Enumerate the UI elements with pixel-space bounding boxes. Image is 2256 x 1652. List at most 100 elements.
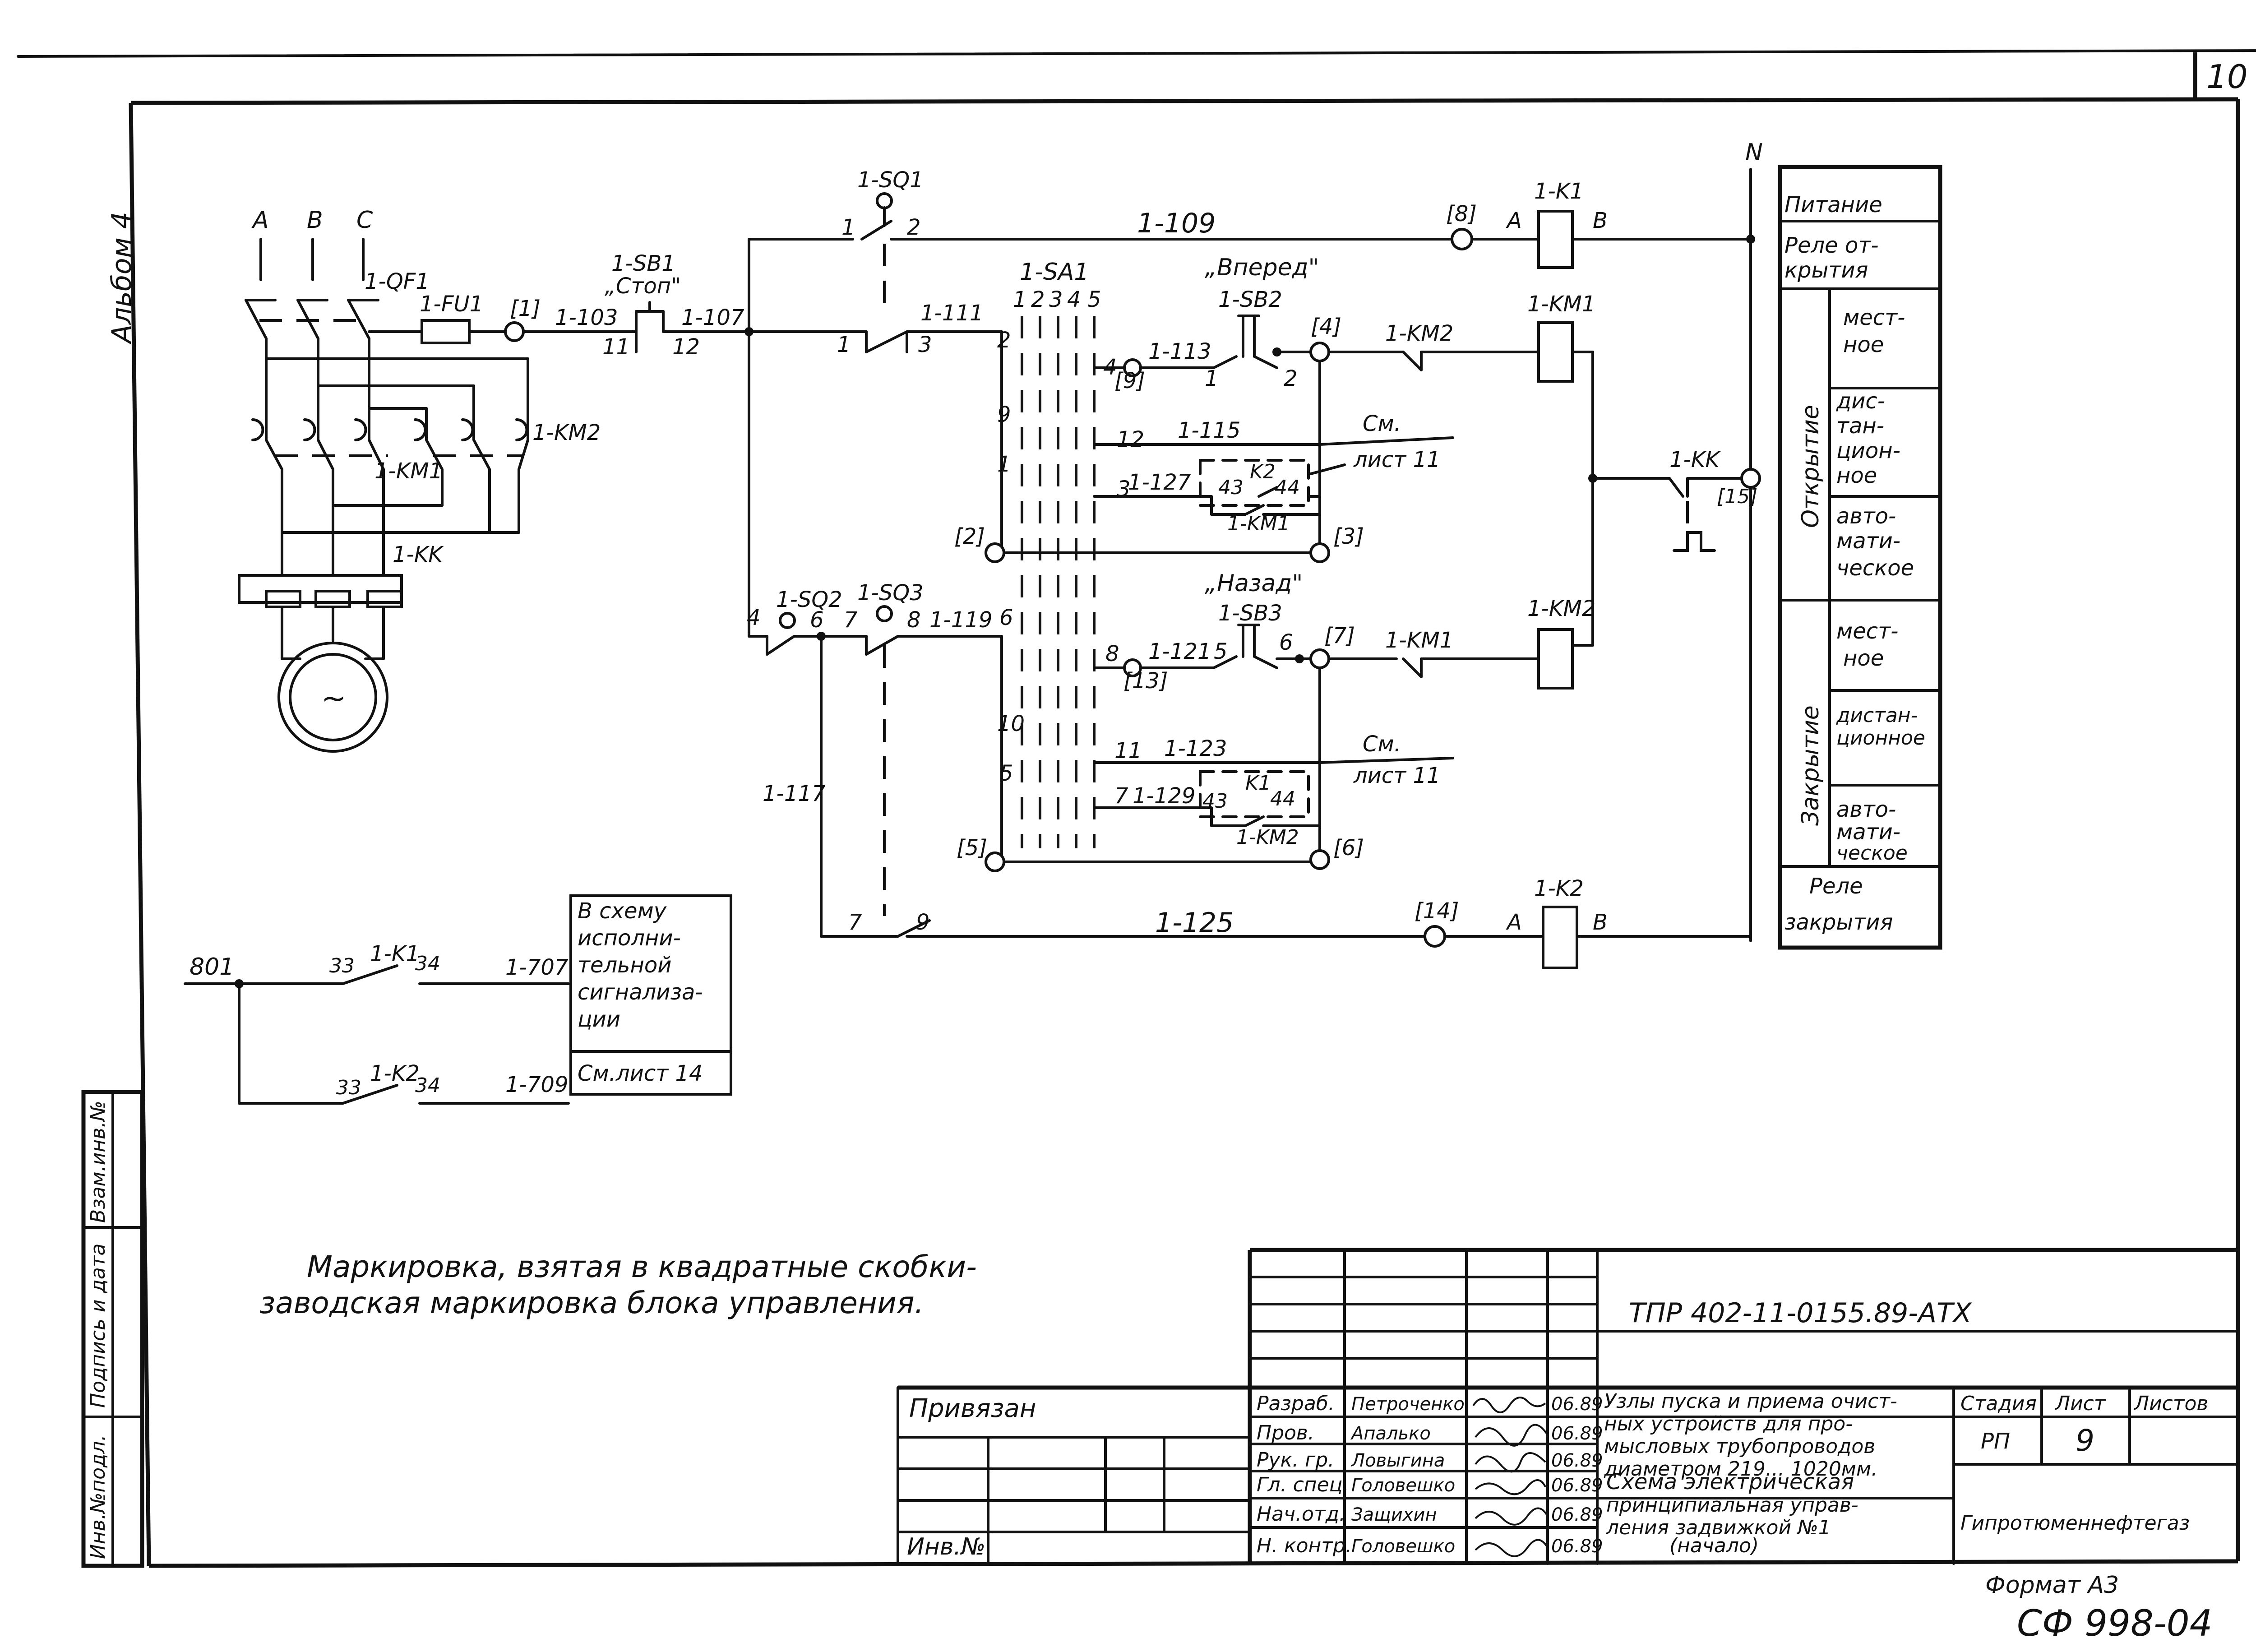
control-circuit: 1-SB1 „Стоп" 11 12 1-107 1-SQ1 1 2 1-109…: [602, 139, 1763, 969]
stamp-vzam: Взам.инв.№: [87, 1101, 110, 1223]
sq2-pin-4: 4: [747, 605, 761, 630]
km1-main-contacts: 1-KM1: [251, 418, 443, 489]
km2-nc-label: 1-KM2: [1385, 321, 1453, 346]
terminal-2: [2]: [954, 524, 985, 549]
legend-mestnoe-o-2: ное: [1843, 332, 1884, 357]
title-block: [897, 1248, 2239, 1565]
see-11b-l2: лист 11: [1353, 763, 1441, 788]
k1-contact-label: K1: [1245, 772, 1271, 795]
sa-pin-12: 12: [1117, 427, 1144, 452]
legend-avto-o-1: авто-: [1836, 504, 1896, 529]
pin-44b: 44: [1270, 787, 1295, 810]
role-4: Нач.отд.: [1257, 1503, 1345, 1526]
terminal-4: [4]: [1311, 314, 1341, 339]
drawing-title-1: Схема электрическая: [1606, 1469, 1854, 1495]
km1-coil-label: 1-KM1: [1527, 292, 1595, 317]
object-title-4: диаметром 219... 1020мм.: [1604, 1458, 1877, 1481]
sb1-stop-note: „Стоп": [605, 273, 681, 299]
sa1-col-1: 1: [1013, 287, 1027, 312]
name-1: Апалько: [1350, 1423, 1431, 1444]
sb1-label: 1-SB1: [611, 251, 675, 276]
k2-sig-34: 34: [415, 1074, 440, 1097]
sq2-label: 1-SQ2: [776, 587, 842, 612]
sq1-pin-2: 2: [907, 215, 921, 240]
km1-nc-label: 1-KM1: [1385, 628, 1453, 653]
drawing-title-4: (начало): [1669, 1534, 1759, 1557]
role-3: Гл. спец.: [1257, 1473, 1349, 1496]
sb3-pin-6: 6: [1279, 630, 1293, 655]
qf1-label: 1-QF1: [365, 269, 430, 294]
wire-129: 1-129: [1133, 783, 1195, 809]
wire-125: 1-125: [1155, 907, 1234, 939]
legend-avto-z-3: ческое: [1836, 842, 1908, 865]
note-line-2: заводская маркировка блока управления.: [259, 1286, 924, 1320]
terminal-1: [1]: [510, 296, 541, 321]
legend-mestnoe-z-1: мест-: [1836, 619, 1898, 644]
terminal-9: [9]: [1114, 368, 1145, 393]
sq3-pin-8: 8: [907, 607, 921, 633]
legend-dist-o-1: дис-: [1836, 389, 1885, 414]
sheets-header: Листов: [2133, 1392, 2208, 1415]
sq-pin-9: 9: [916, 910, 930, 935]
sa1-label: 1-SA1: [1020, 259, 1089, 286]
signal-circuit: 801 33 1-K1 34 1-707 33 1-K2 34 1-709: [184, 894, 732, 1105]
date-3: 06.89: [1551, 1475, 1603, 1496]
signature-scribbles: [1472, 1397, 1549, 1557]
sq1-label: 1-SQ1: [857, 167, 924, 193]
object-title-1: Узлы пуска и приема очист-: [1604, 1390, 1897, 1413]
wire-103: 1-103: [555, 305, 618, 330]
sa-pin-7: 7: [1114, 783, 1128, 809]
legend-rele-otkr-2: крытия: [1784, 258, 1868, 283]
n-bus-label: N: [1745, 139, 1763, 166]
date-0: 06.89: [1551, 1394, 1603, 1415]
k2-pin-b: B: [1593, 910, 1608, 935]
kk-power-label: 1-KK: [393, 542, 444, 567]
terminal-3: [3]: [1333, 524, 1364, 549]
wire-709: 1-709: [505, 1072, 568, 1097]
signal-box-line-2: исполни-: [578, 925, 681, 951]
wire-111: 1-111: [920, 301, 983, 326]
organization: Гипротюменнефтегаз: [1960, 1512, 2190, 1535]
pin-44a: 44: [1275, 476, 1300, 499]
see-11a-l1: См.: [1363, 411, 1401, 436]
wire-801: 801: [190, 953, 234, 981]
k1-label: 1-K1: [1534, 179, 1584, 204]
legend-rele-zakr-1: Реле: [1809, 874, 1863, 899]
sa-pin-11: 11: [1114, 738, 1142, 764]
km2-aux-label: 1-KM2: [1236, 826, 1299, 849]
legend-avto-z-2: мати-: [1836, 819, 1900, 845]
wire-707: 1-707: [505, 955, 569, 980]
sb2-pin-2: 2: [1284, 366, 1298, 391]
nazad-label: „Назад": [1205, 570, 1303, 597]
role-5: Н. контр.: [1257, 1534, 1352, 1557]
legend-dist-o-3: цион-: [1836, 438, 1900, 463]
name-4: Защихин: [1351, 1504, 1437, 1525]
wire-119: 1-119: [929, 607, 992, 633]
svg-text:~: ~: [321, 681, 346, 716]
note-line-1: Маркировка, взятая в квадратные скобки-: [307, 1249, 977, 1284]
side-stamp: [81, 1090, 144, 1568]
name-3: Головешко: [1351, 1475, 1455, 1496]
fu1-label: 1-FU1: [420, 292, 483, 317]
legend-otkrytie: Открытие: [1797, 405, 1824, 528]
sq-pin-7: 7: [848, 910, 862, 935]
terminal-6: [6]: [1333, 835, 1364, 861]
k1-sig-34: 34: [415, 952, 440, 975]
date-4: 06.89: [1551, 1504, 1603, 1525]
km2-main-contacts: 1-KM2: [414, 418, 601, 534]
wire-117: 1-117: [763, 781, 826, 806]
sq2-pin-6: 6: [810, 607, 824, 633]
k1-pin-b: B: [1593, 208, 1608, 233]
k2-sig-label: 1-K2: [370, 1061, 420, 1086]
legend-rele-zakr-2: закрытия: [1784, 910, 1893, 935]
km1-main-label: 1-KM1: [374, 458, 443, 484]
legend-rele-otkr-1: Реле от-: [1784, 233, 1879, 258]
object-title-2: ных устройств для про-: [1604, 1412, 1853, 1435]
wire-107: 1-107: [681, 305, 744, 330]
wire-123: 1-123: [1164, 736, 1227, 761]
sa-pin-5: 5: [999, 761, 1013, 786]
sa-pin-8: 8: [1105, 641, 1119, 666]
sq1-pin-1b: 1: [837, 332, 851, 357]
legend-avto-o-3: ческое: [1836, 555, 1914, 581]
